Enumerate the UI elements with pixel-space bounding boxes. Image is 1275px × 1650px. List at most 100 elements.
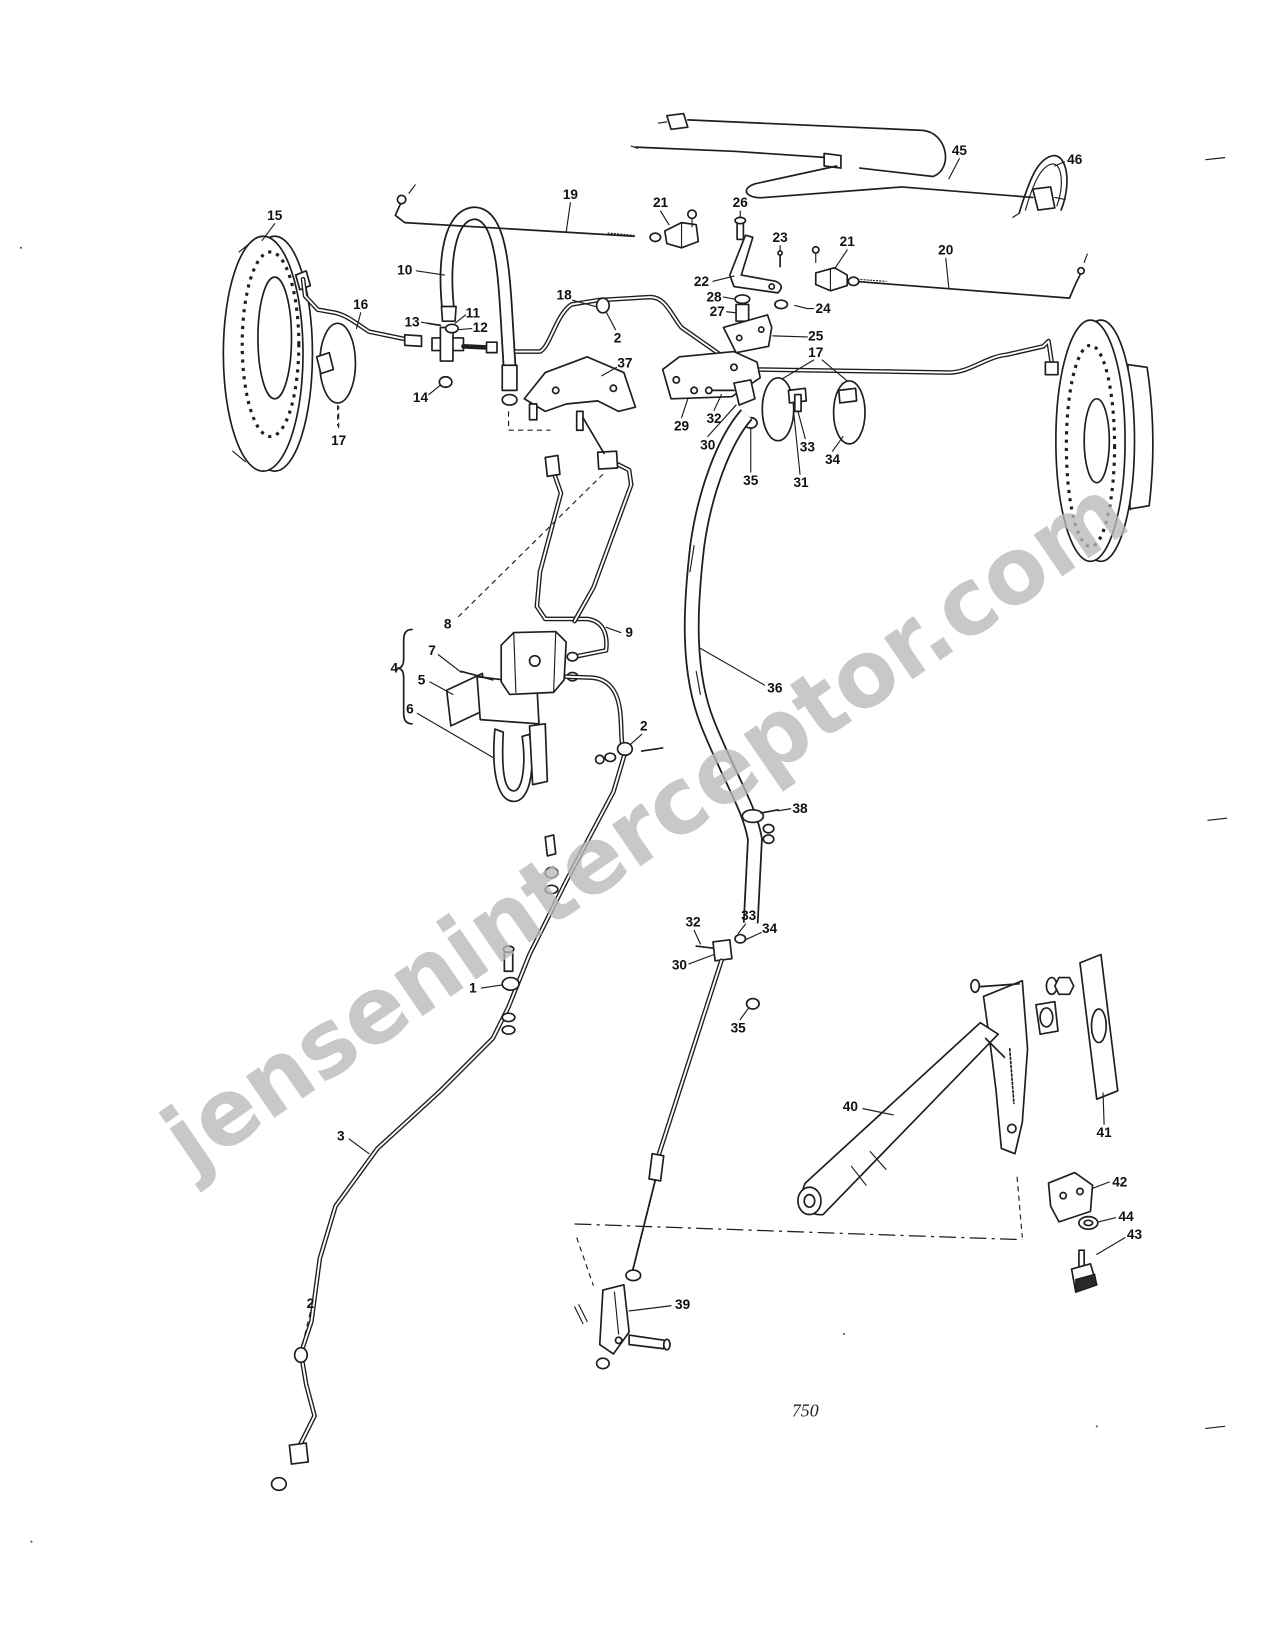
leader-line [416, 712, 494, 758]
clip-bolt [760, 808, 779, 814]
leader-line [1091, 1181, 1110, 1189]
cable-clamps [761, 376, 866, 445]
leader-line [429, 681, 454, 696]
leader-line [261, 223, 276, 242]
part-label: 10 [397, 262, 413, 277]
leader-line [1054, 161, 1065, 167]
group-brace [396, 628, 413, 725]
leader-line [945, 257, 950, 290]
leader-line [821, 359, 848, 382]
leader-line [948, 158, 960, 180]
leader-line [605, 626, 622, 634]
clevis-pin [686, 209, 698, 220]
harness-clip [1012, 154, 1068, 218]
part-label: 13 [404, 315, 420, 330]
clevis-nut [595, 1357, 611, 1370]
leader-line [458, 327, 473, 331]
split-pin [794, 304, 808, 310]
mounting-plate-41 [1079, 953, 1119, 1101]
master-cylinder [445, 630, 579, 803]
leader-line [699, 647, 765, 686]
clevis-nut [649, 232, 662, 243]
pipe-end-fitting [288, 1442, 310, 1465]
pipe-clip [501, 976, 520, 991]
leader-line [454, 314, 467, 324]
part-label: 1 [469, 981, 477, 996]
pipe-tee [596, 450, 619, 470]
tee-nut [438, 375, 453, 389]
part-label: 32 [706, 411, 722, 426]
part-label: 29 [674, 419, 690, 434]
pivot-bolt [974, 983, 1020, 988]
handbrake-cable [625, 409, 779, 1282]
compensator-plate [722, 314, 773, 354]
leader-line [777, 808, 792, 812]
front-pipes [457, 416, 634, 660]
leader-line [571, 299, 597, 308]
harness-plug [1031, 186, 1056, 211]
page-number: 750 [792, 1401, 819, 1421]
part-label: 32 [685, 914, 701, 929]
rod-nut [625, 1269, 642, 1282]
lower-nut [745, 997, 760, 1010]
harness-plug [666, 112, 689, 131]
pipe-end-nut [1044, 361, 1059, 376]
leader-line [712, 275, 735, 282]
ferrule-nut [734, 933, 747, 944]
right-clevis [811, 245, 860, 292]
clamp-bolt [793, 393, 802, 413]
part-label: 35 [731, 1020, 747, 1035]
ferrule-bolt [695, 945, 714, 950]
part-label: 15 [267, 208, 283, 223]
margin-marks [19, 157, 1228, 1543]
leader-line [722, 296, 736, 300]
leader-line [834, 249, 848, 270]
cable-clevis [574, 1283, 671, 1370]
part-label: 36 [767, 681, 783, 696]
part-label: 14 [413, 390, 429, 405]
part-label: 25 [808, 328, 824, 343]
part-label: 6 [406, 702, 414, 717]
left-caliper [315, 322, 357, 427]
part-label: 21 [840, 234, 856, 249]
leader-line [437, 654, 462, 674]
clevis-pin [811, 245, 820, 254]
part-label: 30 [672, 957, 688, 972]
leader-line [726, 311, 737, 314]
nut-44 [1078, 1215, 1099, 1231]
flexible-hose [439, 206, 518, 406]
part-label: 17 [331, 433, 346, 448]
left-brake-disc [222, 235, 314, 472]
pipe-clip [616, 741, 634, 757]
part-label: 9 [625, 625, 633, 640]
part-label: 5 [418, 672, 426, 687]
leader-line [772, 335, 808, 338]
part-label: 31 [793, 475, 809, 490]
clip-nut [544, 866, 559, 879]
clip-bolt [544, 834, 557, 857]
pedal-strap [493, 728, 533, 803]
part-label: 23 [773, 230, 789, 245]
hose-nut [501, 393, 518, 406]
leader-line [1102, 1092, 1105, 1125]
split-pin [574, 1304, 588, 1325]
leader-line [713, 394, 722, 411]
leader-line [420, 321, 429, 324]
leader-line [793, 411, 801, 475]
part-label: 20 [938, 242, 954, 257]
compensator [722, 216, 808, 354]
leader-line [680, 398, 689, 419]
cable-ferrule [712, 938, 733, 962]
clip-bolt [640, 747, 664, 752]
pipe-elbow [544, 454, 561, 478]
part-label: 42 [1112, 1175, 1128, 1190]
clevis-pin [628, 1334, 666, 1350]
leader-line [737, 923, 747, 935]
part-label: 38 [792, 801, 808, 816]
leader-line [831, 435, 844, 452]
part-label: 4 [390, 661, 398, 676]
right-brake-disc [1055, 319, 1154, 563]
part-label: 45 [952, 143, 968, 158]
leader-line [565, 202, 571, 233]
